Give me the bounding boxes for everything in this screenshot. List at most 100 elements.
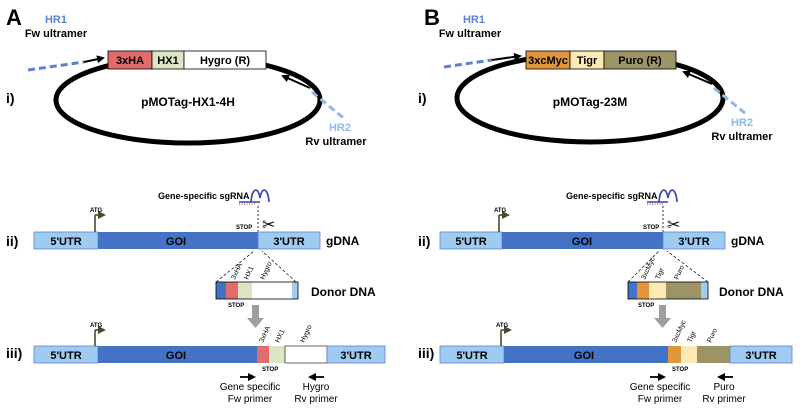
hr1-a-label: HR1 — [45, 14, 67, 26]
donor-a-guide-l — [215, 250, 255, 283]
donor-b-puro — [666, 282, 701, 299]
final-a-goi-label: GOI — [166, 350, 186, 362]
sgrna-b-icon — [658, 189, 678, 203]
stop-b-label: STOP — [643, 225, 659, 231]
fw-primer-b-line1: Gene specific — [630, 382, 691, 393]
final-b-tag-tigr: Tigr — [686, 330, 698, 344]
panel-b-step-ii: ii) — [418, 233, 430, 249]
donor-b-tag-tigr: Tigr — [654, 267, 666, 281]
cassette-a-hygro — [183, 50, 267, 70]
panel-b-step-iii: iii) — [418, 345, 434, 361]
final-a-tag-hygro: Hygro — [299, 324, 313, 344]
sgrna-a-icon — [250, 189, 270, 203]
final-b-tag-myc: 3xcMyc — [671, 319, 688, 344]
final-b-tag-puro: Puro — [706, 327, 719, 343]
rv-ultramer-b-label: Rv ultramer — [711, 131, 773, 143]
hr1-b-label: HR1 — [463, 14, 485, 26]
final-a-hx1 — [269, 346, 285, 363]
donor-a-stop-label: STOP — [228, 303, 244, 309]
step-a-arrow — [247, 305, 264, 328]
donor-b-tag-puro: Puro — [673, 264, 686, 280]
donor-dna-b-label: Donor DNA — [719, 285, 784, 299]
donor-b-hr2 — [701, 282, 708, 299]
gdna-a-utr3-label: 3'UTR — [273, 236, 304, 248]
final-b-puro — [697, 346, 730, 363]
cassette-b-myc-label: 3xcMyc — [528, 55, 568, 67]
donor-a-guide-r — [261, 250, 297, 283]
sgrna-a-label: Gene-specific sgRNA — [158, 191, 250, 201]
final-b-utr3-label: 3'UTR — [745, 350, 776, 362]
final-a-utr5-label: 5'UTR — [50, 350, 81, 362]
gdna-a-utr5-label: 5'UTR — [50, 236, 81, 248]
gdna-b-utr3-label: 3'UTR — [678, 236, 709, 248]
fw-ultramer-a-label: Fw ultramer — [25, 28, 88, 40]
stop-a-label: STOP — [236, 225, 252, 231]
donor-a-hygro — [252, 282, 292, 299]
panel-a-step-i: i) — [6, 90, 15, 106]
rv-primer-a-line1: Hygro — [303, 382, 330, 393]
final-b-tigr — [681, 346, 697, 363]
scissors-a-icon: ✂ — [262, 217, 275, 234]
rv-primer-a-line2: Rv primer — [294, 394, 338, 405]
plasmid-b-name: pMOTag-23M — [553, 95, 627, 109]
final-b-goi — [504, 346, 668, 363]
donor-a-hr1 — [216, 282, 226, 299]
hr2-a-line — [311, 90, 347, 122]
donor-dna-a-label: Donor DNA — [311, 285, 376, 299]
final-b-goi-label: GOI — [574, 350, 594, 362]
fw-primer-b-line2: Fw primer — [638, 394, 683, 405]
cassette-b-tigr-label: Tigr — [577, 55, 598, 67]
final-a-hygro — [284, 345, 328, 364]
donor-a-hr2 — [292, 282, 298, 299]
atg-a-label: ATG — [90, 208, 103, 214]
donor-b-tigr — [649, 282, 666, 299]
sgrna-b-label: Gene-specific sgRNA — [566, 191, 658, 201]
rv-primer-b-line1: Puro — [713, 382, 735, 393]
atg-b-label: ATG — [494, 208, 507, 214]
fw-primer-a-line1: Gene specific — [220, 382, 281, 393]
final-b-stop-label: STOP — [672, 367, 688, 373]
gdna-b-utr3 — [662, 231, 726, 250]
cassette-a-ha-label: 3xHA — [116, 55, 144, 67]
gdna-a-goi-label: GOI — [166, 236, 186, 248]
hr2-a-label: HR2 — [329, 122, 351, 134]
donor-a-ha — [226, 282, 238, 299]
rv-primer-b-line2: Rv primer — [702, 394, 746, 405]
panel-a-letter: A — [6, 5, 22, 30]
cassette-a-hygro-label: Hygro (R) — [200, 55, 250, 67]
final-a-ha — [257, 346, 269, 363]
hr1-a-line — [27, 60, 85, 72]
rv-ultramer-a-arrow — [281, 74, 311, 89]
gdna-b-utr5-label: 5'UTR — [455, 236, 486, 248]
donor-a-tag-ha: 3xHA — [230, 262, 244, 281]
donor-b-outline — [627, 281, 709, 300]
final-a-goi — [98, 346, 257, 363]
donor-b-myc — [637, 282, 649, 299]
donor-b-guide-l — [627, 250, 660, 283]
final-a-utr3-label: 3'UTR — [340, 350, 371, 362]
panel-a-step-ii: ii) — [6, 233, 18, 249]
cassette-b-puro-label: Puro (R) — [618, 55, 662, 67]
step-b-arrow — [654, 305, 671, 328]
panel-b-letter: B — [424, 5, 440, 30]
donor-a-outline — [215, 281, 299, 300]
gdna-b-goi — [502, 232, 663, 249]
final-a-tag-ha: 3xHA — [258, 325, 272, 344]
hr2-b-line — [713, 86, 747, 116]
donor-a-tag-hygro: Hygro — [259, 261, 273, 281]
cassette-a-hx1-label: HX1 — [157, 55, 178, 67]
plasmid-a-name: pMOTag-HX1-4H — [141, 95, 235, 109]
cassette-b-puro — [603, 50, 677, 70]
panel-b-step-i: i) — [418, 90, 427, 106]
scissors-b-icon: ✂ — [667, 217, 680, 234]
final-atg-a-label: ATG — [90, 323, 103, 329]
rv-ultramer-a-label: Rv ultramer — [305, 136, 367, 148]
panel-a: A i) pMOTag-HX1-4H 3xHA HX1 Hygro (R) HR… — [6, 5, 386, 405]
final-a-stop-label: STOP — [262, 367, 278, 373]
panel-a-step-iii: iii) — [6, 345, 22, 361]
hr1-b-line — [443, 58, 493, 69]
rv-ultramer-b-arrow — [682, 70, 713, 85]
donor-b-stop-label: STOP — [638, 303, 654, 309]
fw-ultramer-b-label: Fw ultramer — [439, 28, 502, 40]
